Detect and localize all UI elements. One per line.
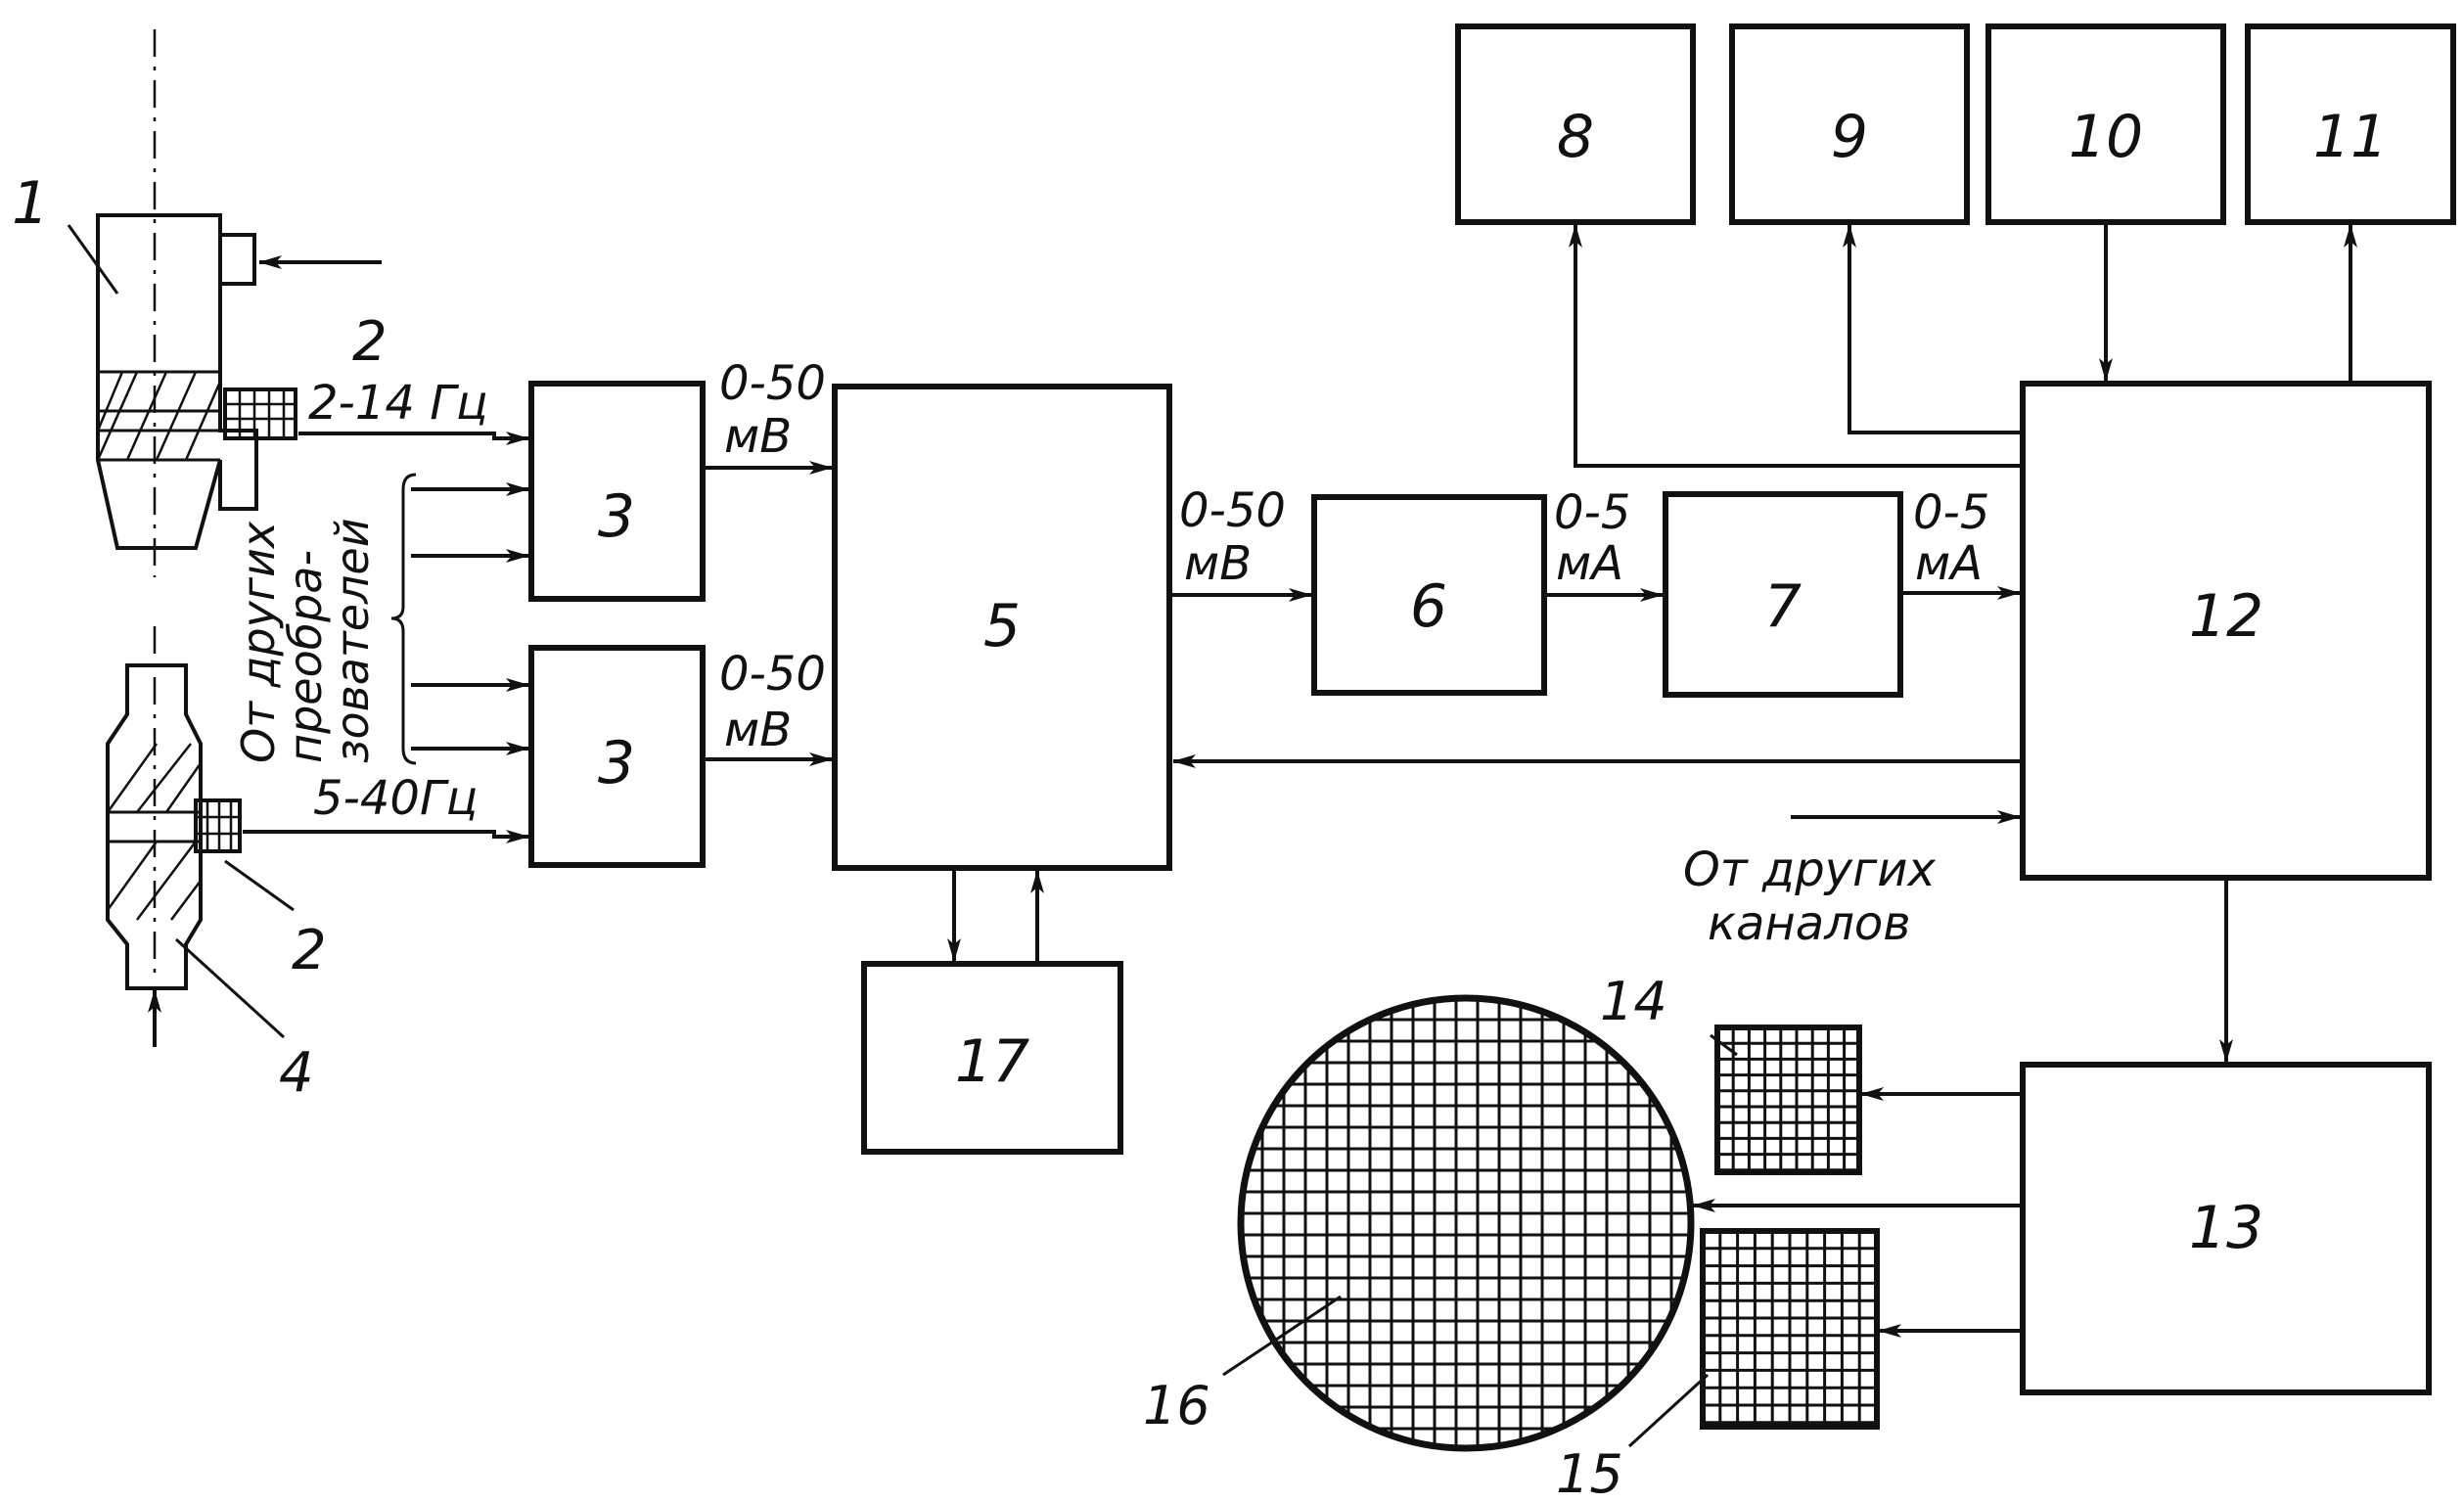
v-label-out-2: мВ [1184, 536, 1252, 591]
freq-label-top: 2-14 Гц [308, 376, 488, 431]
i-label-7-12-1: 0-5 [1913, 485, 1989, 540]
block-9-label: 9 [1831, 103, 1868, 171]
display-16 [1237, 994, 1695, 1452]
sensor-2 [106, 626, 295, 1047]
block-13 [2020, 1062, 2432, 1395]
note-other-channels-2: каналов [1708, 896, 1911, 951]
block-7 [1663, 491, 1903, 698]
block-12 [2020, 381, 2432, 881]
note-other-converters-2: преобра- [279, 550, 332, 763]
v-label-top-1: 0-50 [719, 356, 826, 411]
freq-label-bottom: 5-40Гц [313, 771, 478, 826]
block-5-label: 5 [983, 592, 1021, 660]
block-12-label: 12 [2189, 582, 2263, 651]
v-label-out-1: 0-50 [1179, 483, 1286, 538]
callout-14: 14 [1600, 971, 1667, 1032]
block-17 [861, 961, 1123, 1155]
block-11 [2245, 23, 2456, 225]
block-8-label: 8 [1557, 103, 1594, 171]
block-3-top-label: 3 [598, 482, 635, 551]
v-label-bottom-2: мВ [724, 703, 792, 757]
note-other-converters-3: зователей [326, 518, 379, 763]
block-3-top [528, 381, 706, 602]
callout-16: 16 [1143, 1375, 1210, 1436]
callout-2-bottom: 2 [292, 919, 327, 982]
i-label-6-7-1: 0-5 [1554, 485, 1630, 540]
note-other-channels-1: От других [1683, 843, 1936, 897]
callout-2-top: 2 [352, 310, 388, 374]
block-10 [1985, 23, 2226, 225]
block-3-bottom [528, 645, 706, 868]
block-17-label: 17 [955, 1027, 1029, 1096]
sensor-1 [67, 29, 382, 577]
block-8 [1455, 23, 1696, 225]
wire-sensor2-to-3 [243, 830, 529, 843]
block-7-label: 7 [1764, 572, 1802, 641]
callout-4: 4 [279, 1041, 314, 1105]
i-label-6-7-2: мА [1556, 536, 1623, 591]
block-9 [1729, 23, 1970, 225]
v-label-bottom-1: 0-50 [719, 647, 826, 702]
block-6 [1311, 494, 1547, 696]
block-5 [832, 384, 1172, 871]
display-15 [1700, 1228, 1880, 1430]
callout-15: 15 [1556, 1443, 1623, 1503]
i-label-7-12-2: мА [1915, 536, 1983, 591]
block-6-label: 6 [1410, 572, 1447, 641]
note-other-converters-1: От других [232, 521, 285, 763]
callout-1: 1 [12, 169, 49, 238]
wire-sensor1-to-3 [298, 432, 529, 445]
v-label-top-2: мВ [724, 409, 792, 464]
block-3-bottom-label: 3 [598, 729, 635, 797]
block-11-label: 11 [2313, 103, 2388, 171]
block-10-label: 10 [2069, 103, 2143, 171]
block-13-label: 13 [2189, 1194, 2263, 1262]
display-14 [1714, 1025, 1862, 1175]
